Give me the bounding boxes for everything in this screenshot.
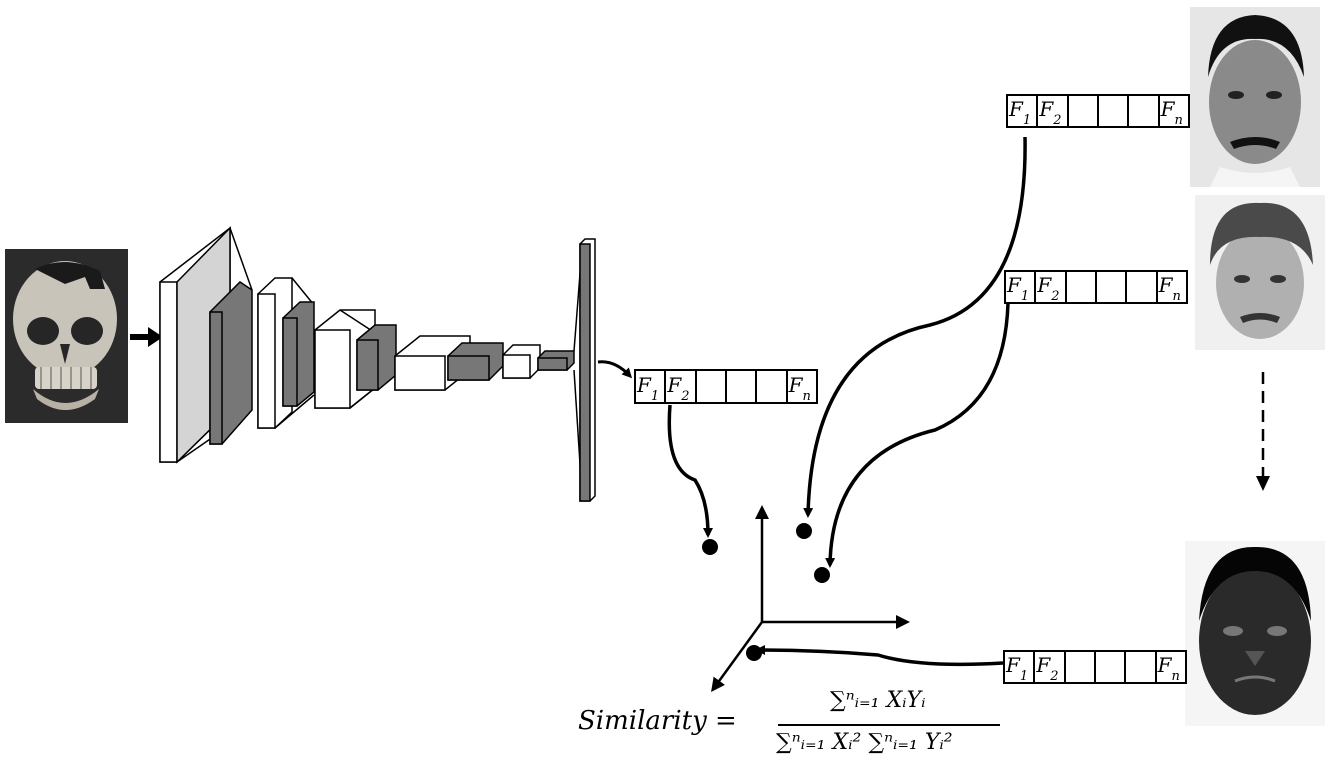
face-photo-2 bbox=[1195, 195, 1325, 350]
vector-cell bbox=[1069, 96, 1099, 126]
formula-numerator: ∑ⁿᵢ₌₁ XᵢYᵢ bbox=[830, 688, 926, 713]
conv-layer-1 bbox=[159, 226, 253, 464]
subscript: 1 bbox=[1022, 113, 1032, 126]
formula-denominator: ∑ⁿᵢ₌₁ Xᵢ² ∑ⁿᵢ₌₁ Yᵢ² bbox=[776, 730, 953, 755]
subscript: n bbox=[1174, 113, 1183, 126]
vector-cell bbox=[1067, 272, 1097, 302]
vector-cell: F2 bbox=[1036, 272, 1067, 302]
vector-cell bbox=[1096, 652, 1127, 682]
conv-layer-5 bbox=[502, 344, 575, 379]
fully-connected-layer bbox=[573, 238, 596, 502]
db2-to-space-arrow bbox=[825, 302, 1010, 568]
db3-point bbox=[746, 645, 762, 661]
subscript: 2 bbox=[1050, 669, 1059, 682]
query-feature-vector: F1 F2 Fn bbox=[634, 369, 818, 404]
conv-layer-4 bbox=[394, 335, 504, 391]
vector-cell: Fn bbox=[1157, 653, 1180, 682]
vector-cell bbox=[1097, 272, 1128, 302]
similarity-formula: Similarity = ∑ⁿᵢ₌₁ XᵢYᵢ ∑ⁿᵢ₌₁ Xᵢ² ∑ⁿᵢ₌₁ … bbox=[578, 678, 1008, 768]
vector-cell: Fn bbox=[1160, 97, 1183, 126]
vector-cell: F1 bbox=[636, 371, 667, 403]
vector-cell: F2 bbox=[1038, 96, 1069, 126]
formula-lhs: Similarity = bbox=[578, 706, 737, 736]
vector-cell: F2 bbox=[666, 371, 697, 403]
vector-cell: Fn bbox=[1158, 273, 1181, 302]
conv-layer-3 bbox=[314, 309, 397, 409]
subscript: n bbox=[802, 388, 811, 403]
fc-to-vector-arrow bbox=[597, 360, 633, 379]
vector-cell bbox=[757, 371, 788, 402]
db3-to-space-arrow bbox=[755, 645, 1004, 667]
vector-cell: F1 bbox=[1006, 272, 1037, 302]
db1-feature-vector: F1 F2 Fn bbox=[1006, 94, 1190, 128]
vector-cell: Fn bbox=[788, 372, 811, 403]
conv-layer-2 bbox=[257, 277, 315, 429]
vector-cell bbox=[1066, 652, 1096, 682]
vector-cell: F2 bbox=[1035, 652, 1066, 682]
subscript: 2 bbox=[681, 388, 690, 403]
subscript: n bbox=[1172, 289, 1181, 302]
skull-image bbox=[5, 249, 128, 423]
subscript: 1 bbox=[1020, 289, 1030, 302]
subscript: 2 bbox=[1053, 113, 1062, 126]
vector-cell bbox=[697, 371, 727, 402]
subscript: 1 bbox=[1019, 669, 1029, 682]
vector-cell bbox=[1129, 96, 1160, 126]
db2-feature-vector: F1 F2 Fn bbox=[1004, 270, 1188, 304]
db1-point bbox=[796, 523, 812, 539]
vector-cell: F1 bbox=[1005, 652, 1036, 682]
db2-point bbox=[814, 567, 830, 583]
face-photo-1 bbox=[1190, 7, 1320, 187]
fraction-bar bbox=[778, 724, 1000, 726]
face-photo-3 bbox=[1185, 541, 1325, 726]
query-point bbox=[702, 539, 718, 555]
subscript: 1 bbox=[650, 388, 660, 403]
vector-cell bbox=[1099, 96, 1130, 126]
db1-to-space-arrow bbox=[803, 136, 1027, 518]
db3-feature-vector: F1 F2 Fn bbox=[1003, 650, 1187, 684]
subscript: n bbox=[1171, 669, 1180, 682]
query-to-space-arrow bbox=[667, 404, 713, 538]
vector-cell: F1 bbox=[1008, 96, 1039, 126]
vector-cell bbox=[727, 371, 758, 402]
feature-space-axes bbox=[711, 505, 910, 693]
vector-cell bbox=[1127, 272, 1158, 302]
subscript: 2 bbox=[1051, 289, 1060, 302]
vector-cell bbox=[1126, 652, 1157, 682]
